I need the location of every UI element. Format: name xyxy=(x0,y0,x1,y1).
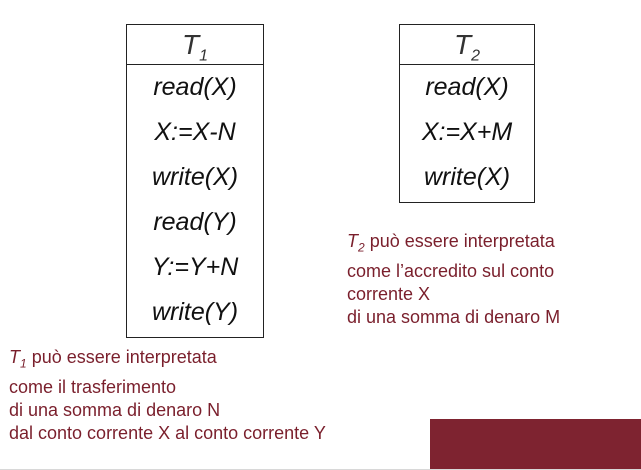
transaction-t2-title: T2 xyxy=(400,25,534,65)
t1-description-line4: dal conto corrente X al conto corrente Y xyxy=(9,422,326,443)
transaction-t2-subscript: 2 xyxy=(471,47,480,65)
transaction-t2-name: T xyxy=(453,29,472,60)
t1-description-line1: T1 può essere interpretata xyxy=(9,346,326,376)
t2-description-label: T2 xyxy=(347,231,365,255)
t1-op-write-y: write(Y) xyxy=(151,298,239,326)
t1-description-line3: di una somma di denaro N xyxy=(9,399,221,420)
t2-op-write-x: write(X) xyxy=(423,163,511,191)
t2-description-line1: T2 può essere interpretata xyxy=(347,230,560,260)
t1-op-subtract-n: X:=X-N xyxy=(154,118,236,146)
transaction-t1-subscript: 1 xyxy=(199,47,208,65)
t1-description-label-name: T xyxy=(9,347,20,367)
transaction-t1-title: T1 xyxy=(127,25,263,65)
t2-description-label-sub: 2 xyxy=(358,240,365,255)
t2-description-line1-text: può essere interpretata xyxy=(364,231,555,251)
t1-description-line1-text: può essere interpretata xyxy=(26,347,217,367)
t2-description-line2: come l’accredito sul conto xyxy=(347,260,555,281)
t2-description: T2 può essere interpretata come l’accred… xyxy=(347,230,560,329)
t2-description-line4: di una somma di denaro M xyxy=(347,306,561,327)
t1-description-line2: come il trasferimento xyxy=(9,376,177,397)
transaction-t2-box: T2 read(X) X:=X+M write(X) xyxy=(399,24,535,203)
t1-description: T1 può essere interpretata come il trasf… xyxy=(9,346,326,445)
t2-description-label-name: T xyxy=(347,231,358,251)
t1-description-label-sub: 1 xyxy=(20,356,27,371)
t2-description-line3: corrente X xyxy=(347,283,431,304)
t1-op-add-n: Y:=Y+N xyxy=(151,253,239,281)
t1-description-label: T1 xyxy=(9,347,27,371)
t2-op-add-m: X:=X+M xyxy=(421,118,513,146)
t2-op-read-x: read(X) xyxy=(425,73,509,101)
transaction-t1-box: T1 read(X) X:=X-N write(X) read(Y) Y:=Y+… xyxy=(126,24,264,338)
accent-block xyxy=(430,419,641,470)
t1-op-write-x: write(X) xyxy=(151,163,239,191)
t1-op-read-x: read(X) xyxy=(153,73,237,101)
t1-op-read-y: read(Y) xyxy=(153,208,237,236)
transaction-t1-name: T xyxy=(181,29,200,60)
